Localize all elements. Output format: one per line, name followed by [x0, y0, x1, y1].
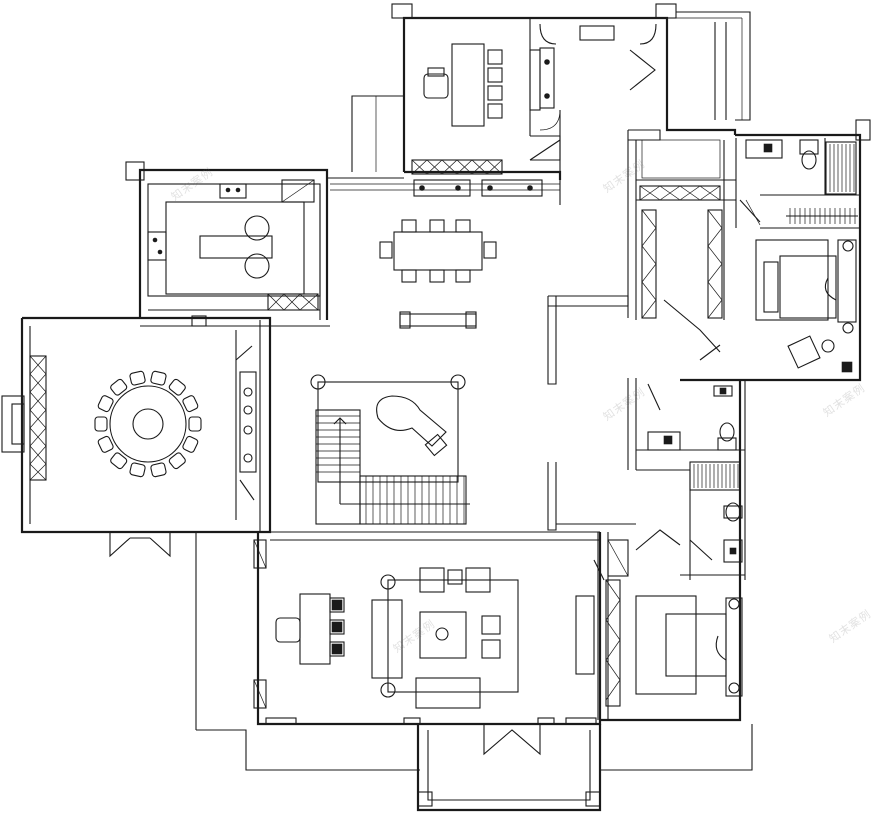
dining-chair — [110, 452, 128, 470]
dining-chair — [182, 395, 199, 413]
bathroom-fixtures — [647, 139, 858, 563]
dining-chair — [182, 435, 199, 453]
piano-and-stair — [310, 374, 470, 525]
dining-chair — [168, 378, 186, 396]
dining-chair — [168, 452, 186, 470]
dining-chair — [150, 462, 167, 478]
dining-chair — [150, 370, 167, 386]
dining-chair — [129, 462, 146, 478]
dining-chair — [188, 416, 202, 432]
round-dining-table — [94, 370, 202, 478]
doors — [109, 199, 761, 756]
dining-chair — [129, 370, 146, 386]
planters — [191, 315, 597, 725]
interior-walls — [140, 18, 860, 720]
kitchen-fixtures — [147, 183, 321, 297]
bedroom-furniture — [635, 239, 857, 697]
cabinets — [29, 159, 723, 709]
dining-chair — [94, 416, 108, 432]
study-furniture — [413, 23, 657, 197]
exterior-walls — [1, 3, 871, 812]
long-dining-table — [379, 219, 497, 329]
living-room-furniture — [275, 567, 595, 709]
dining-chair — [110, 378, 128, 396]
dining-chair — [97, 435, 114, 453]
dining-chair — [97, 395, 114, 413]
